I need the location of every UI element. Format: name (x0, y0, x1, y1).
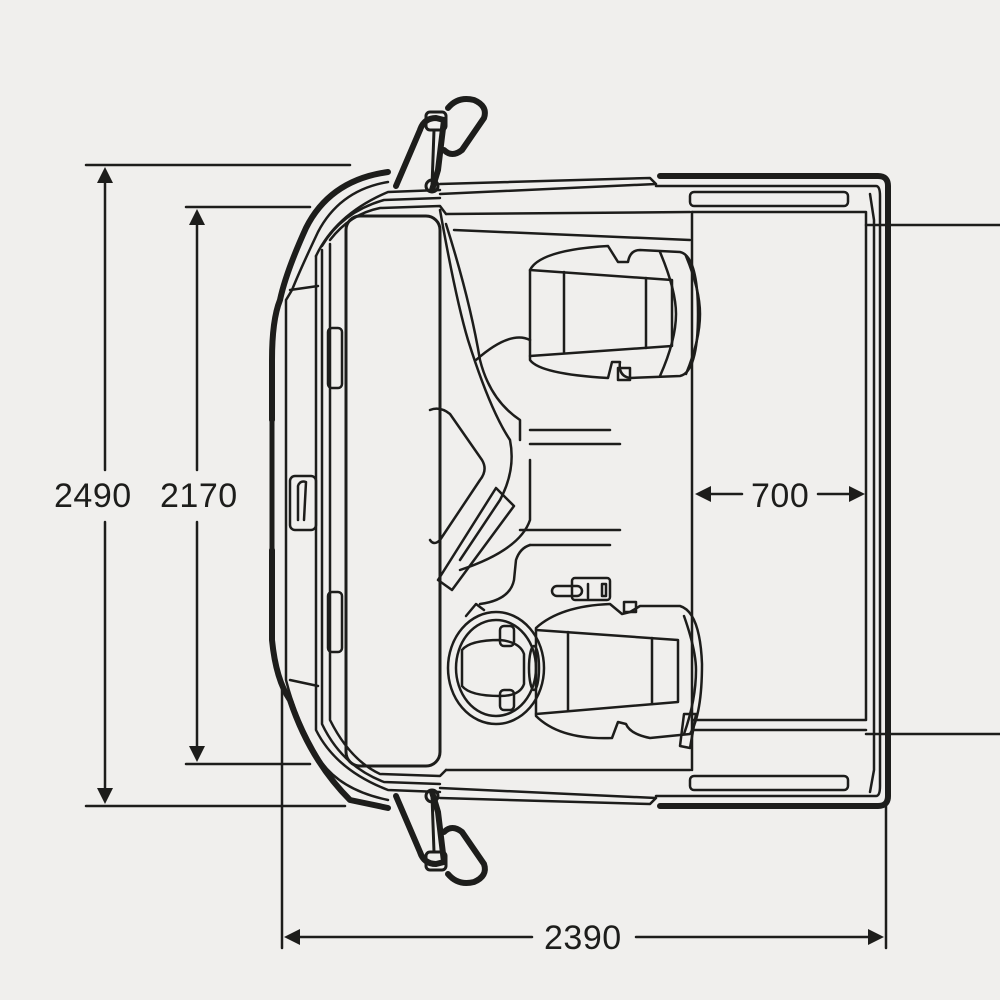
dimension-label-cab-width: 2170 (158, 476, 240, 516)
dimension-700-arrows (695, 486, 865, 502)
dimension-label-overall-width: 2490 (52, 476, 134, 516)
cab-outer-shell (269, 169, 891, 811)
door-handles (288, 326, 344, 654)
dimension-label-cab-length: 2390 (538, 918, 628, 958)
cab-outer-shell-inner (284, 180, 882, 802)
passenger-seat (528, 244, 702, 382)
driver-seat (534, 600, 704, 750)
side-rails (438, 176, 692, 806)
dimension-2390-arrows (284, 929, 884, 945)
dashboard-panel (344, 214, 442, 768)
dimension-label-bunk-depth: 700 (745, 476, 816, 516)
mirror-bottom (393, 788, 488, 886)
windshield-frames (314, 188, 448, 794)
dimension-2170-arrows (189, 209, 205, 762)
mirror-top (393, 96, 488, 194)
dimension-2170-lines (184, 205, 312, 766)
center-console (428, 208, 692, 606)
gear-lever (550, 576, 612, 602)
dimension-2390-lines (280, 688, 888, 950)
dimension-2490-arrows (97, 167, 113, 804)
sleeper-bunk (688, 190, 868, 792)
steering-wheel (446, 602, 546, 726)
dimension-2490-lines (84, 163, 352, 808)
